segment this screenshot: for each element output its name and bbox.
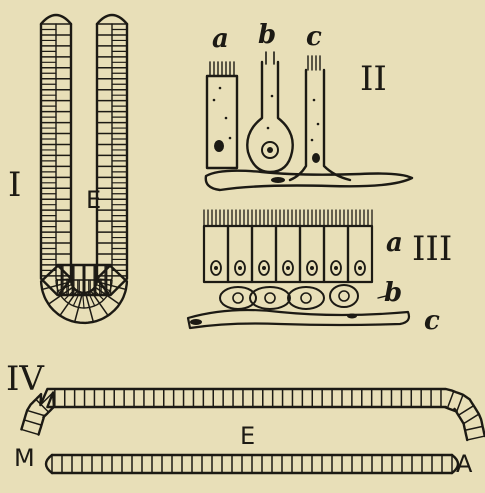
fig3-label-a: a (386, 230, 403, 256)
fig1-ushaped-epithelial-tube (41, 15, 127, 323)
cell-wall (467, 436, 485, 440)
cell-wall (458, 406, 473, 416)
fig3-columnar-cell (348, 226, 372, 282)
fig3-nucleolus (286, 266, 290, 270)
fig2-cell-c-body (290, 70, 350, 180)
fig3-columnar-cell (324, 226, 348, 282)
fig3-basal-nucleus (265, 293, 275, 303)
fig2-cytoplasm-dot (267, 127, 270, 130)
cell-wall (465, 426, 483, 430)
fig2-cytoplasm-dot (271, 95, 274, 98)
fig3-columnar-cell (204, 226, 228, 282)
fig2-cell-a-nucleus (214, 140, 224, 152)
fig3-label-c: c (424, 308, 440, 334)
fig4-lower-band (52, 455, 452, 473)
fig2-cytoplasm-dot (313, 99, 316, 102)
fig3-columnar-cell (228, 226, 252, 282)
fig3-basal-nucleus (233, 293, 243, 303)
fig3-numeral: III (412, 232, 452, 266)
fig3-basal-nucleus (301, 293, 311, 303)
fig3-basal-cell (330, 285, 358, 307)
fig3-nucleolus (334, 266, 338, 270)
fig2-cytoplasm-dot (311, 139, 314, 142)
fig2-cell-c-nucleus (312, 153, 320, 163)
fig2-cell-b-nucleolus (267, 147, 273, 153)
fig4-lower-end-left (46, 455, 52, 473)
fig2-cytoplasm-dot (225, 117, 228, 120)
fig3-columnar-cell (276, 226, 300, 282)
fig3-basal-cell (288, 287, 324, 309)
cell-wall (457, 395, 463, 412)
fig3-connective-nucleus (347, 314, 357, 319)
fig3-nucleolus (238, 266, 242, 270)
fig1-lumen-label: E (86, 188, 101, 212)
fig2-cytoplasm-dot (317, 123, 320, 126)
fig1-tip-right (97, 15, 127, 24)
fig2-cell-a-body (207, 76, 237, 168)
cell-wall (464, 414, 479, 424)
cell-wall (24, 420, 41, 425)
cell-wall (27, 410, 44, 415)
fig4-end-m: M (14, 446, 35, 470)
fig2-label-c: c (306, 24, 322, 50)
fig2-cytoplasm-dot (213, 99, 216, 102)
fig3-nucleolus (262, 266, 266, 270)
cell-wall (21, 429, 38, 434)
fig2-cytoplasm-dot (229, 137, 232, 140)
fig2-label-b: b (258, 22, 276, 48)
cell-wall (447, 391, 453, 408)
fig2-cell-b-body (247, 62, 292, 172)
fig2-numeral: II (360, 62, 387, 96)
fig4-numeral: IV (6, 362, 44, 396)
fig3-nucleolus (214, 266, 218, 270)
fig4-end-a: A (456, 452, 472, 476)
fig2-basal-nucleus (271, 177, 285, 183)
fig2-label-a: a (212, 26, 229, 52)
fig1-tip-left (41, 15, 71, 24)
fig3-basal-nucleus (339, 291, 349, 301)
fig1-numeral: I (8, 168, 21, 202)
fig3-connective-layer (188, 310, 409, 328)
fig4-lumen-label: E (240, 424, 255, 448)
fig3-epithelial-layer (188, 210, 409, 328)
fig3-nucleolus (358, 266, 362, 270)
fig2-cytoplasm-dot (219, 87, 222, 90)
fig3-nucleolus (310, 266, 314, 270)
fig2-basal-cell (206, 171, 412, 190)
fig3-columnar-cell (252, 226, 276, 282)
fig3-label-b: b (384, 280, 402, 306)
fig1-cell-wall-band (41, 24, 127, 323)
fig3-columnar-cell (300, 226, 324, 282)
fig3-connective-nucleus (190, 319, 202, 325)
